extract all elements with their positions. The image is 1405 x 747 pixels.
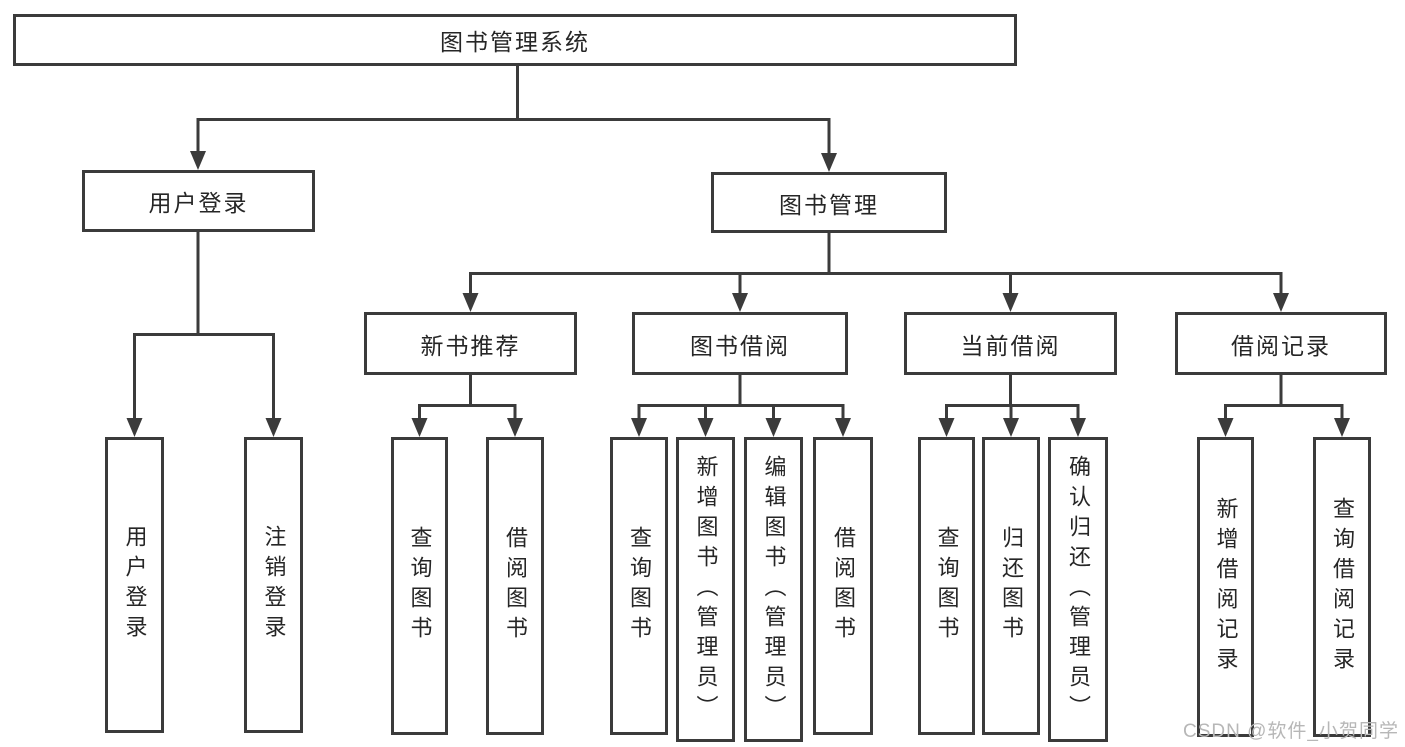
leaf-query-books-recommend: 查询图书 [391, 437, 448, 735]
leaf-add-borrow-record: 新增借阅记录 [1197, 437, 1254, 737]
leaf-query-borrow-record: 查询借阅记录 [1313, 437, 1371, 737]
leaf-borrow-books-label: 借阅图书 [831, 526, 856, 646]
leaf-query-books-borrow-label: 查询图书 [627, 526, 652, 646]
node-current-borrow: 当前借阅 [904, 312, 1117, 375]
leaf-confirm-return-admin-label: 确认归还（管理员） [1066, 454, 1091, 725]
node-borrow-records: 借阅记录 [1175, 312, 1387, 375]
leaf-add-book-admin: 新增图书（管理员） [676, 437, 735, 742]
leaf-user-login: 用户登录 [105, 437, 164, 733]
leaf-return-book-label: 归还图书 [999, 526, 1024, 646]
leaf-borrow-books: 借阅图书 [813, 437, 873, 735]
watermark: CSDN @软件_小贺同学 [1183, 721, 1399, 742]
leaf-borrow-books-recommend-label: 借阅图书 [503, 526, 528, 646]
node-book-borrow: 图书借阅 [632, 312, 848, 375]
leaf-logout: 注销登录 [244, 437, 303, 733]
leaf-query-books-recommend-label: 查询图书 [407, 526, 433, 646]
leaf-user-login-label: 用户登录 [122, 525, 148, 645]
node-new-book-recommend: 新书推荐 [364, 312, 577, 375]
leaf-query-borrow-record-label: 查询借阅记录 [1330, 497, 1355, 677]
leaf-edit-book-admin: 编辑图书（管理员） [744, 437, 803, 742]
leaf-logout-label: 注销登录 [261, 525, 287, 645]
leaf-query-books-borrow: 查询图书 [610, 437, 668, 735]
node-library-system: 图书管理系统 [13, 14, 1017, 66]
leaf-confirm-return-admin: 确认归还（管理员） [1048, 437, 1108, 742]
leaf-return-book: 归还图书 [982, 437, 1040, 735]
node-user-login: 用户登录 [82, 170, 315, 232]
node-book-management: 图书管理 [711, 172, 947, 233]
leaf-edit-book-admin-label: 编辑图书（管理员） [761, 454, 787, 725]
leaf-add-borrow-record-label: 新增借阅记录 [1213, 497, 1239, 677]
leaf-borrow-books-recommend: 借阅图书 [486, 437, 544, 735]
leaf-add-book-admin-label: 新增图书（管理员） [693, 454, 719, 725]
leaf-query-books-current-label: 查询图书 [934, 526, 960, 646]
leaf-query-books-current: 查询图书 [918, 437, 975, 735]
